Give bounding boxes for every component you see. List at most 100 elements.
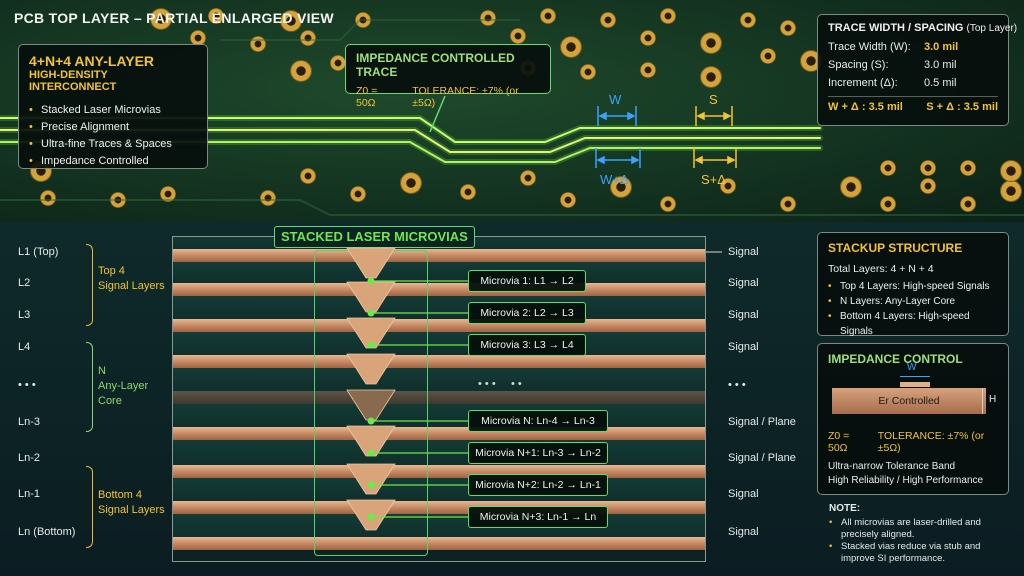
stackup-structure-panel: STACKUP STRUCTURE Total Layers: 4 + N + …: [817, 232, 1009, 339]
signal-label-ellipsis: • • •: [728, 379, 746, 391]
pcb-pad: [700, 32, 722, 54]
w-delta-value: W + Δ : 3.5 mil: [828, 101, 903, 113]
dielectric-layer: [173, 404, 705, 427]
pcb-pad: [40, 190, 56, 206]
top-group-line2: Signal Layers: [98, 280, 165, 292]
microvia-column: [314, 250, 428, 556]
hdi-feature-list: Stacked Laser Microvias Precise Alignmen…: [29, 102, 197, 170]
pcb-pad: [880, 196, 896, 212]
pcb-pad: [290, 60, 312, 82]
pcb-pad: [760, 48, 776, 64]
signal-label-l3: Signal: [728, 309, 759, 321]
trace-panel-title-suffix: (Top Layer): [966, 23, 1018, 34]
list-item: Stacked vias reduce via stub and improve…: [829, 541, 1009, 565]
list-item: Bottom 4 Layers: High-speed Signals: [828, 309, 998, 339]
w-delta-dimension-label: W+Δ: [600, 172, 629, 187]
pcb-pad: [640, 30, 656, 46]
pcb-pad: [740, 12, 756, 28]
layer-label-ln3: Ln-3: [18, 416, 41, 428]
stackup-total-layers: Total Layers: 4 + N + 4: [828, 263, 934, 275]
hdi-title-line2: HIGH-DENSITY INTERCONNECT: [29, 69, 117, 93]
pcb-pad: [780, 196, 796, 212]
pcb-pad: [560, 36, 582, 58]
pcb-pad: [1000, 160, 1022, 182]
list-item: Precise Alignment: [29, 119, 197, 136]
list-item: Impedance Controlled: [29, 153, 197, 170]
pcb-pad: [780, 20, 796, 36]
pcb-pad: [880, 160, 896, 176]
core-group-line1: N: [98, 365, 106, 377]
pcb-pad: [660, 196, 676, 212]
list-item: Stacked Laser Microvias: [29, 102, 197, 119]
pcb-pad: [580, 64, 596, 80]
dielectric-layer: [173, 262, 705, 283]
impedance-h-label: H: [989, 394, 997, 405]
copper-layer: [173, 427, 705, 440]
pcb-pad: [960, 160, 976, 176]
pcb-pad: [1000, 180, 1022, 202]
dielectric-layer: [173, 332, 705, 355]
trace-graphic: [0, 19, 1024, 216]
impedance-line1: Ultra-narrow Tolerance Band: [828, 461, 956, 472]
microvia-label-2: Microvia 2: L2 → L3: [468, 302, 586, 324]
pcb-pad: [540, 8, 556, 24]
copper-layer: [173, 283, 705, 296]
signal-label-l4: Signal: [728, 341, 759, 353]
microvia-label-n3: Microvia N+3: Ln-1 → Ln: [468, 506, 608, 528]
trace-width-label: Trace Width (W):: [828, 41, 911, 53]
pcb-pad: [355, 12, 371, 28]
stack-title: STACKED LASER MICROVIAS: [274, 226, 475, 248]
microvia-label-n1: Microvia N+1: Ln-3 → Ln-2: [468, 442, 608, 464]
note-list: All microvias are laser-drilled and prec…: [829, 517, 1009, 565]
pcb-pad: [660, 8, 676, 24]
layer-label-ln: Ln (Bottom): [18, 526, 76, 538]
copper-layer: [173, 501, 705, 514]
spacing-value: 3.0 mil: [924, 59, 957, 71]
impedance-trace-callout: IMPEDANCE CONTROLLED TRACE Z0 = 50Ω TOLE…: [345, 44, 551, 109]
w-dimension-label: W: [609, 92, 622, 107]
pcb-pad: [300, 30, 316, 46]
layer-label-ln2: Ln-2: [18, 452, 41, 464]
top-group-bracket: [86, 244, 93, 326]
copper-layer: [173, 537, 705, 550]
pcb-pad: [920, 178, 936, 194]
bottom-group-bracket: [86, 466, 93, 548]
signal-label-l1: Signal: [728, 246, 759, 258]
microvia-label-n: Microvia N: Ln-4 → Ln-3: [468, 410, 608, 432]
pcb-pad: [330, 55, 346, 71]
s-delta-dimension-label: S+Δ: [701, 172, 726, 187]
layer-label-ellipsis: • • •: [18, 379, 36, 391]
layer-label-l4: L4: [18, 341, 31, 353]
bottom-group-label: Bottom 4 Signal Layers: [98, 488, 165, 518]
list-item: All microvias are laser-drilled and prec…: [829, 517, 1009, 541]
core-group-label: N Any-Layer Core: [98, 364, 148, 409]
trace-panel-title: TRACE WIDTH / SPACING: [828, 22, 964, 34]
pcb-pad: [560, 192, 576, 208]
pcb-pad: [920, 160, 936, 176]
increment-label: Increment (Δ):: [828, 77, 898, 89]
hdi-title-line1: 4+N+4 ANY-LAYER: [29, 53, 155, 69]
microvia-label-n2: Microvia N+2: Ln-2 → Ln-1: [468, 474, 608, 496]
pcb-pad: [260, 190, 276, 206]
core-ellipsis: • • • • •: [478, 378, 522, 390]
dielectric-layer: [173, 296, 705, 319]
list-item: Ultra-fine Traces & Spaces: [29, 136, 197, 153]
core-group-line2: Any-Layer: [98, 380, 149, 392]
impedance-control-panel: IMPEDANCE CONTROL W Er Controlled H Z0 =…: [817, 343, 1009, 495]
core-group-bracket: [86, 342, 93, 432]
list-item: Top 4 Layers: High-speed Signals: [828, 279, 998, 294]
stackup-list: Top 4 Layers: High-speed Signals N Layer…: [828, 279, 998, 339]
page-title: PCB TOP LAYER – PARTIAL ENLARGED VIEW: [14, 10, 334, 26]
s-dimension-label: S: [709, 92, 718, 107]
increment-value: 0.5 mil: [924, 77, 957, 89]
pcb-pad: [640, 62, 656, 78]
dielectric-layer: [173, 368, 705, 391]
impedance-trace-z0: Z0 = 50Ω: [356, 85, 378, 109]
note-block: NOTE: All microvias are laser-drilled an…: [829, 503, 1009, 565]
pcb-pad: [400, 172, 422, 194]
copper-layer: [173, 355, 705, 368]
copper-layer: [173, 465, 705, 478]
core-group-line3: Core: [98, 395, 122, 407]
top-group-label: Top 4 Signal Layers: [98, 264, 165, 294]
pcb-pad: [460, 184, 476, 200]
